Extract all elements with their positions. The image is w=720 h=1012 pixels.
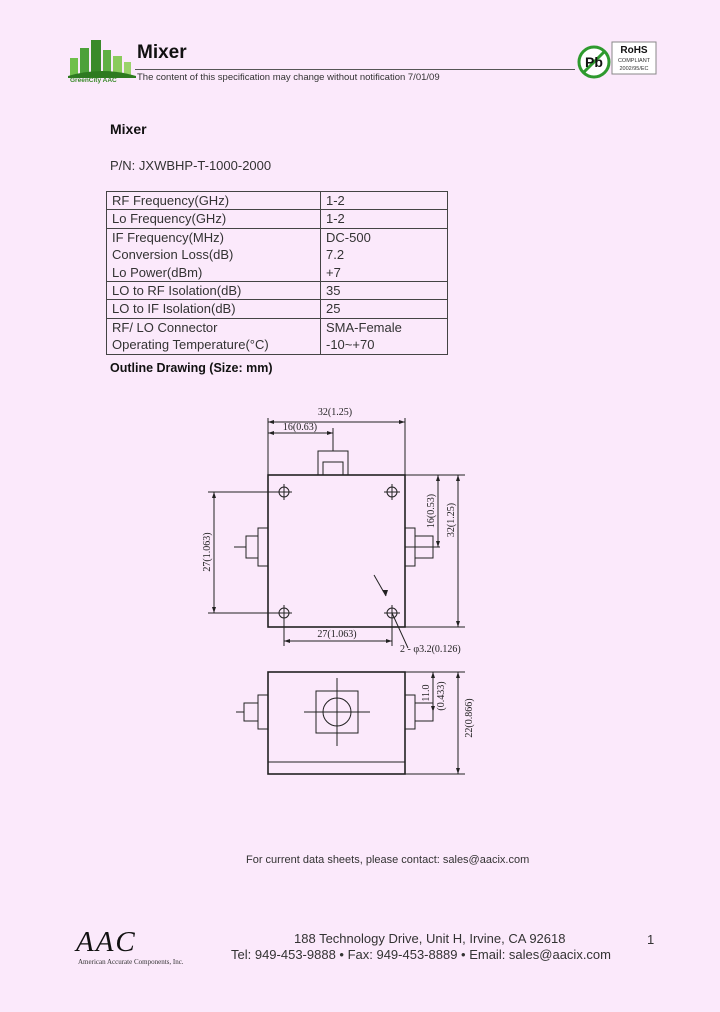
outline-drawing: 32(1.25) 16(0.63) 27(1.063) 16(0.53) 32(… [202, 407, 475, 775]
spec-parameter: IF Frequency(MHz)Conversion Loss(dB)Lo P… [106, 227, 321, 283]
spec-value: 1-2 [320, 209, 448, 229]
dim-width-27: 27(1.063) [317, 629, 356, 640]
greencity-logo [68, 40, 136, 78]
dim-side-0433: (0.433) [436, 681, 447, 710]
spec-parameter: Lo Frequency(GHz) [106, 209, 321, 229]
dim-height-27: 27(1.063) [202, 532, 213, 571]
rohs-title: RoHS [620, 45, 648, 56]
header-note: The content of this specification may ch… [137, 72, 440, 83]
rohs-line1: COMPLIANT [618, 58, 651, 64]
rohs-badge: Pb RoHS COMPLIANT 2002/95/EC [577, 41, 657, 79]
page-number: 1 [647, 932, 655, 947]
dim-width-total: 32(1.25) [318, 407, 352, 418]
spec-parameter: LO to IF Isolation(dB) [106, 299, 321, 319]
dim-width-half: 16(0.63) [283, 422, 317, 433]
contact-note: For current data sheets, please contact:… [246, 854, 530, 866]
spec-parameter: LO to RF Isolation(dB) [106, 281, 321, 301]
pb-symbol: Pb [585, 54, 603, 70]
spec-row: Lo Frequency(GHz)1-2 [106, 209, 448, 229]
spec-value: SMA-Female-10~+70 [320, 317, 448, 355]
dim-hole: 2 - φ3.2(0.126) [400, 644, 461, 655]
contact-line: Tel: 949-453-9888 • Fax: 949-453-8889 • … [231, 947, 611, 962]
spec-value: 1-2 [320, 190, 448, 211]
logo-text: GreenCity AAC [70, 77, 117, 84]
dim-height-16: 16(0.53) [426, 494, 437, 528]
top-view-body [267, 474, 406, 628]
outline-title: Outline Drawing (Size: mm) [110, 361, 273, 375]
dim-side-22: 22(0.866) [464, 698, 475, 737]
header-title: Mixer [137, 42, 187, 63]
spec-value: 25 [320, 299, 448, 319]
rohs-line2: 2002/95/EC [619, 66, 648, 72]
header-divider [135, 69, 575, 70]
spec-parameter: RF Frequency(GHz) [106, 190, 321, 211]
aac-logo: AAC [76, 926, 137, 958]
dim-side-11: 11.0 [421, 684, 432, 701]
company-name: American Accurate Components, Inc. [78, 958, 184, 966]
company-address: 188 Technology Drive, Unit H, Irvine, CA… [294, 931, 566, 946]
spec-row: RF Frequency(GHz)1-2 [106, 190, 448, 211]
dim-height-32: 32(1.25) [446, 503, 457, 537]
spec-value: 35 [320, 281, 448, 301]
spec-row: LO to IF Isolation(dB)25 [106, 299, 448, 319]
part-number: P/N: JXWBHP-T-1000-2000 [110, 158, 272, 173]
spec-row: IF Frequency(MHz)Conversion Loss(dB)Lo P… [106, 227, 448, 283]
spec-row: LO to RF Isolation(dB)35 [106, 281, 448, 301]
document-title: Mixer [110, 121, 147, 137]
